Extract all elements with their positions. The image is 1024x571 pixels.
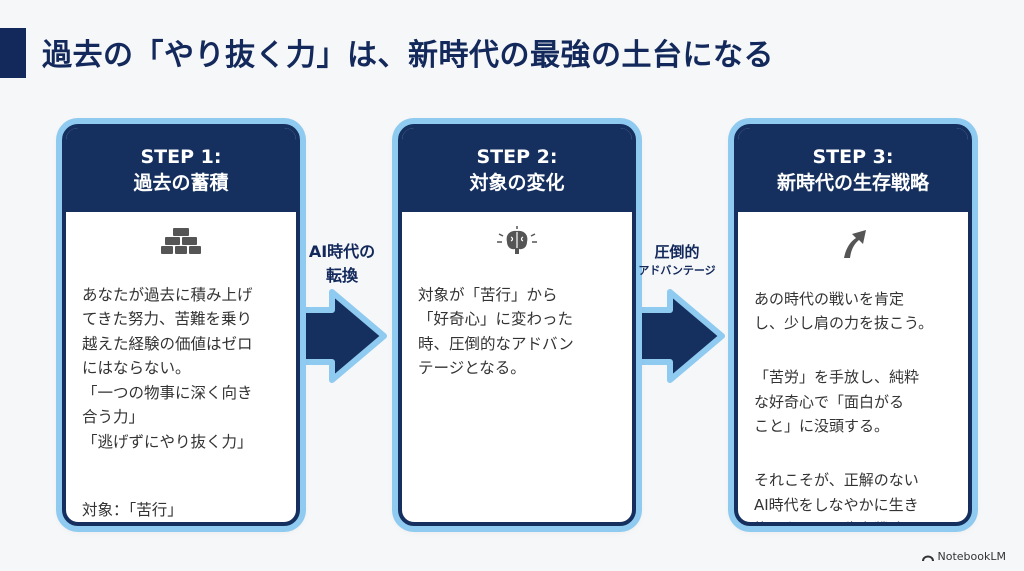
brand-name: NotebookLM — [937, 550, 1006, 563]
step-1-paragraph-2: 対象：「苦行」 — [82, 500, 183, 519]
title-accent-bar — [0, 28, 26, 78]
step-2-card: STEP 2: 対象の変化 対象が「苦行」から 「好奇心」に変わった 時、圧倒的… — [398, 124, 636, 526]
step-1-body: あなたが過去に積み上げ てきた努力、苦難を乗り 越えた経験の価値はゼロ にはなら… — [66, 258, 296, 522]
step-1-paragraph-1: あなたが過去に積み上げ てきた努力、苦難を乗り 越えた経験の価値はゼロ にはなら… — [82, 285, 253, 451]
arrow-1-label: AI時代の 転換 — [292, 240, 392, 288]
arrow-1-label-line1: AI時代の — [308, 242, 376, 261]
step-1-card: STEP 1: 過去の蓄積 あなたが過去に積み上げ てきた努力、苦難を乗り 越え… — [62, 124, 300, 526]
step-2-paragraph-1: 対象が「苦行」から 「好奇心」に変わった 時、圧倒的なアドバン テージとなる。 — [418, 285, 574, 378]
step-2-label: STEP 2: — [476, 145, 558, 168]
step-3-body: あの時代の戦いを肯定 し、少し肩の力を抜こう。 「苦労」を手放し、純粋 な好奇心… — [738, 262, 968, 523]
step-1-label: STEP 1: — [140, 145, 222, 168]
step-2-body: 対象が「苦行」から 「好奇心」に変わった 時、圧倒的なアドバン テージとなる。 — [402, 258, 632, 410]
arrow-2-label-line1: 圧倒的 — [654, 243, 700, 261]
step-3-label: STEP 3: — [812, 145, 894, 168]
step-3-paragraph-2: 「苦労」を手放し、純粋 な好奇心で「面白がる こと」に没頭する。 — [754, 368, 920, 435]
arrow-2-label: 圧倒的 アドバンテージ — [618, 242, 736, 279]
arrow-2-label-line2: アドバンテージ — [638, 264, 716, 277]
arrow-1-label-line2: 転換 — [325, 266, 358, 285]
step-3-card: STEP 3: 新時代の生存戦略 あの時代の戦いを肯定 し、少し肩の力を抜こう。… — [734, 124, 972, 526]
step-2-header: STEP 2: 対象の変化 — [402, 128, 632, 212]
brain-icon — [497, 226, 537, 254]
step-3-paragraph-3: それこそが、正解のない AI時代をしなやかに生き 抜く私たちの生存戦略で ある。 — [754, 471, 919, 522]
gold-bars-icon — [161, 228, 201, 254]
step-1-header: STEP 1: 過去の蓄積 — [66, 128, 296, 212]
brand-mark: NotebookLM — [921, 550, 1006, 563]
page-title: 過去の「やり抜く力」は、新時代の最強の土台になる — [42, 38, 774, 73]
step-3-paragraph-1: あの時代の戦いを肯定 し、少し肩の力を抜こう。 — [754, 289, 934, 333]
step-2-subtitle: 対象の変化 — [469, 171, 565, 194]
notebooklm-logo-icon — [921, 555, 934, 561]
step-1-subtitle: 過去の蓄積 — [133, 171, 229, 194]
up-arrow-icon — [844, 230, 866, 258]
step-3-header: STEP 3: 新時代の生存戦略 — [738, 128, 968, 212]
step-3-subtitle: 新時代の生存戦略 — [776, 171, 929, 194]
